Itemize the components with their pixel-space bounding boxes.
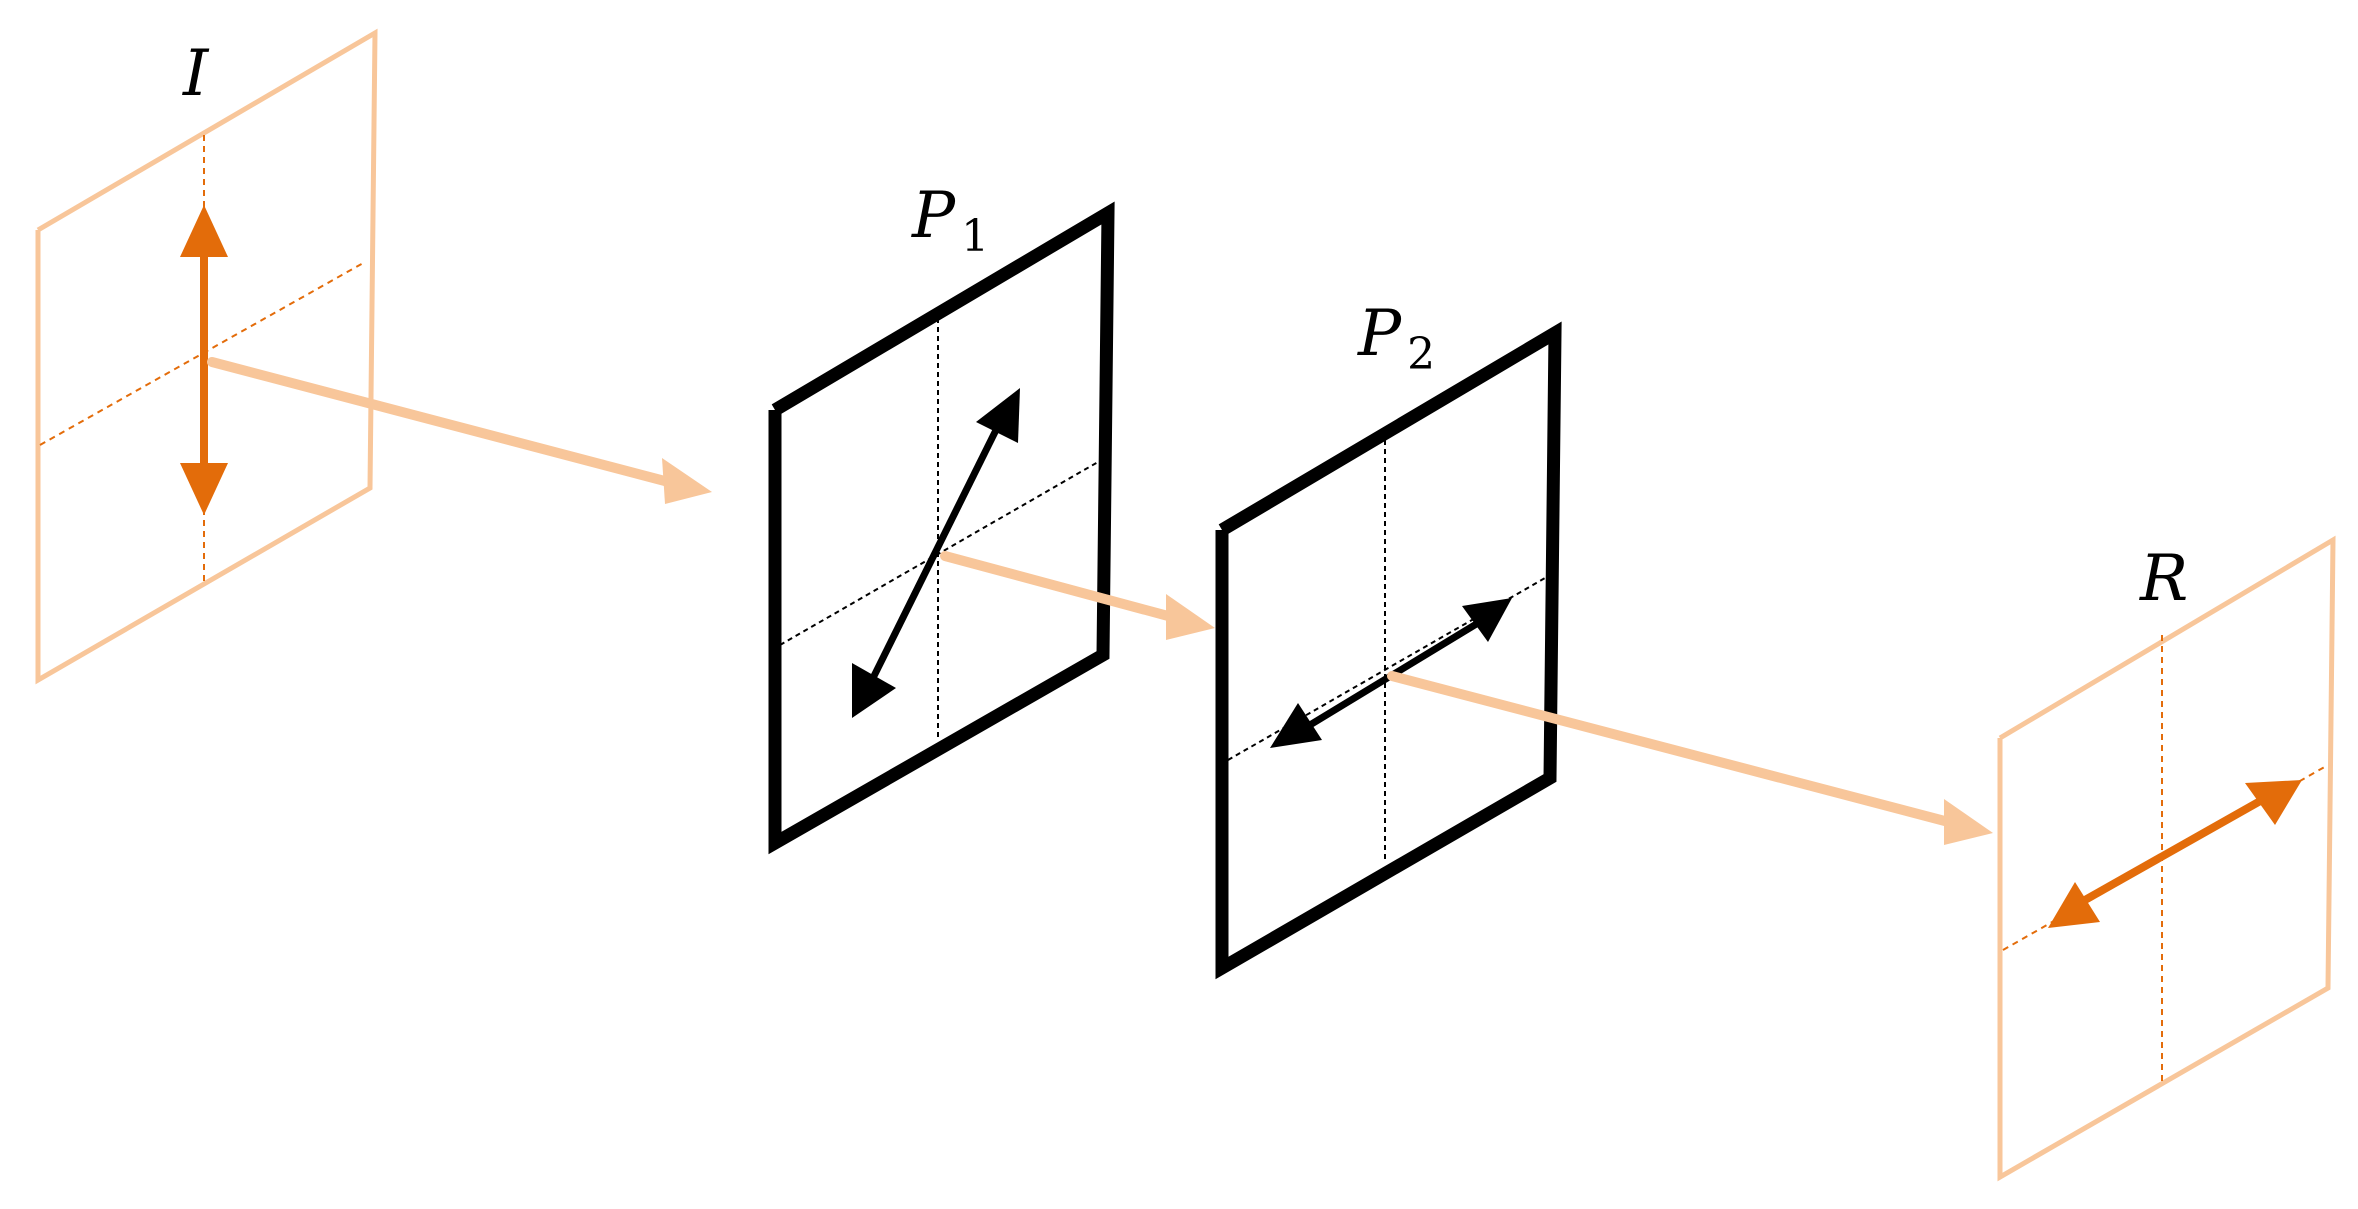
polarizer-1: P 1 <box>768 179 1115 855</box>
polarizer-2-border <box>1215 321 1562 980</box>
beam-arrowhead-2 <box>1166 594 1215 640</box>
incident-arrowhead-up <box>180 205 228 257</box>
frame-result: R <box>1997 535 2336 1182</box>
frame-incident-border <box>35 28 378 685</box>
label-I: I <box>182 37 210 111</box>
polarizer-2-arrowhead-down <box>1270 703 1322 748</box>
light-beam <box>207 357 1993 845</box>
label-P1-base: P <box>911 179 956 253</box>
label-P2: P 2 <box>1357 297 1435 380</box>
polarizer-1-horizontal-axis <box>779 461 1099 646</box>
incident-arrowhead-down <box>180 463 228 515</box>
frame-result-border <box>1997 535 2336 1182</box>
polarizer-1-arrowhead-up <box>976 388 1020 443</box>
beam-segment-2 <box>940 551 1188 625</box>
label-P1: P 1 <box>911 179 989 262</box>
label-R: R <box>2139 542 2188 616</box>
polarizer-2-arrowhead-up <box>1462 598 1512 642</box>
result-arrowhead-down <box>2048 882 2100 928</box>
label-P2-base: P <box>1357 297 1402 371</box>
beam-segment-1 <box>207 357 685 490</box>
frame-incident-horizontal-axis <box>39 261 366 446</box>
label-P1-subscript: 1 <box>961 211 989 262</box>
beam-segment-3 <box>1387 671 1965 830</box>
polarizer-1-axis-arrow <box>869 420 1004 680</box>
polarizer-2: P 2 <box>1215 297 1562 980</box>
result-polarization-arrow <box>2083 796 2264 904</box>
beam-arrowhead-1 <box>662 458 712 504</box>
result-arrowhead-up <box>2245 780 2302 825</box>
polarizer-1-arrowhead-down <box>852 663 896 718</box>
label-P2-subscript: 2 <box>1407 329 1435 380</box>
frame-incident: I <box>35 28 378 685</box>
polarizer-1-border <box>768 201 1115 855</box>
beam-arrowhead-3 <box>1944 799 1993 845</box>
polarizer-2-horizontal-axis <box>1227 577 1546 761</box>
